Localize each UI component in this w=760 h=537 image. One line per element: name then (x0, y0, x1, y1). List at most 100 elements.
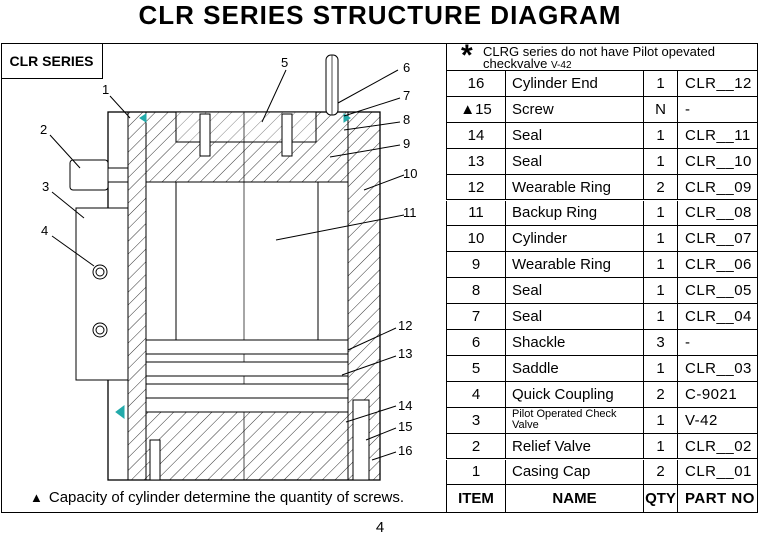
cylinder-end (145, 411, 349, 481)
row-item: 12 (467, 178, 485, 196)
callout-5: 5 (281, 55, 288, 70)
row-item: 6 (471, 333, 481, 351)
row-qty: 1 (643, 122, 677, 148)
row-item: 7 (471, 308, 481, 326)
row-part-no: CLR__10 (677, 148, 759, 174)
piston-ring-3 (145, 383, 349, 399)
row-item: 5 (471, 359, 481, 377)
note-asterisk: * (461, 39, 473, 72)
row-item: 14 (467, 126, 485, 144)
note-line-2: checkvalve V-42 (483, 56, 572, 71)
table-header: ITEM NAME QTY PART NO (446, 485, 758, 513)
row-name: Wearable Ring (505, 174, 643, 200)
row-name: Screw (505, 96, 643, 122)
header-part: PART NO (677, 485, 759, 512)
callout-7: 7 (403, 88, 410, 103)
callout-10: 10 (403, 166, 417, 181)
row-part-no: CLR__06 (677, 252, 759, 278)
row-name: Cylinder End (505, 71, 643, 96)
callout-6: 6 (403, 60, 410, 75)
footnote-triangle: ▲ (30, 490, 43, 505)
row-item: 10 (467, 230, 485, 248)
pilot-check-valve (75, 207, 129, 381)
row-part-no: CLR__08 (677, 200, 759, 226)
row-name: Seal (505, 148, 643, 174)
row-name: Saddle (505, 355, 643, 381)
callout-11: 11 (403, 205, 417, 220)
parts-table: * CLRG series do not have Pilot opevated… (446, 39, 759, 513)
screw-right-top (281, 113, 293, 157)
header-item: ITEM (458, 489, 494, 507)
row-part-no: V-42 (677, 407, 759, 433)
row-item: ▲15 (460, 100, 492, 118)
row-item: 11 (468, 204, 484, 222)
callout-12: 12 (398, 318, 412, 333)
screw-bottom-right (352, 399, 370, 481)
series-label: CLR SERIES (1, 43, 103, 79)
row-qty: 1 (643, 278, 677, 304)
row-qty: 1 (643, 71, 677, 96)
footnote: ▲ Capacity of cylinder determine the quan… (30, 489, 404, 506)
row-part-no: CLR__01 (677, 459, 759, 485)
row-item: 16 (467, 74, 485, 92)
page-number: 4 (375, 519, 385, 536)
screw-bottom (149, 439, 161, 481)
row-qty: 1 (643, 200, 677, 226)
row-part-no: CLR__09 (677, 174, 759, 200)
callout-15: 15 (398, 419, 412, 434)
row-qty: 2 (643, 459, 677, 485)
table-note: * CLRG series do not have Pilot opevated… (446, 39, 758, 72)
row-part-no: C-9021 (677, 381, 759, 407)
header-qty: QTY (643, 485, 677, 512)
row-item: 4 (471, 385, 481, 403)
row-qty: 1 (643, 226, 677, 252)
row-name: Shackle (505, 330, 643, 355)
footnote-text: Capacity of cylinder determine the quant… (48, 489, 405, 506)
row-name: Casing Cap (505, 459, 643, 485)
inner-chamber (145, 181, 349, 341)
row-part-no: CLR__11 (677, 122, 759, 148)
row-name: Pilot Operated Check Valve (505, 407, 643, 433)
header-name: NAME (505, 485, 643, 512)
page-title: CLR SERIES STRUCTURE DIAGRAM (138, 0, 622, 30)
row-name: Cylinder (505, 226, 643, 252)
callout-13: 13 (398, 346, 412, 361)
row-part-no: CLR__03 (677, 355, 759, 381)
row-part-no: CLR__07 (677, 226, 759, 252)
row-name: Seal (505, 278, 643, 304)
left-wall (127, 111, 147, 481)
row-qty: 1 (643, 252, 677, 278)
piston-ring-1 (145, 339, 349, 355)
piston-ring-2 (145, 361, 349, 377)
row-name: Backup Ring (505, 200, 643, 226)
row-item: 3 (471, 411, 481, 429)
row-name: Quick Coupling (505, 381, 643, 407)
row-part-no: CLR__04 (677, 304, 759, 329)
callout-8: 8 (403, 112, 410, 127)
note-line-1: CLRG series do not have Pilot opevated (483, 44, 715, 59)
row-qty: 1 (643, 433, 677, 459)
callout-16: 16 (398, 443, 412, 458)
row-part-no: CLR__12 (677, 71, 759, 96)
row-qty: 3 (643, 330, 677, 355)
callout-3: 3 (42, 179, 49, 194)
cylinder-cross-section: 1 2 3 4 5 6 7 8 9 10 11 12 13 14 15 16 (40, 54, 417, 481)
row-item: 2 (471, 437, 481, 455)
row-qty: 1 (643, 304, 677, 329)
row-qty: 2 (643, 174, 677, 200)
screw-left-top (199, 113, 211, 157)
row-name: Seal (505, 122, 643, 148)
callout-14: 14 (398, 398, 412, 413)
